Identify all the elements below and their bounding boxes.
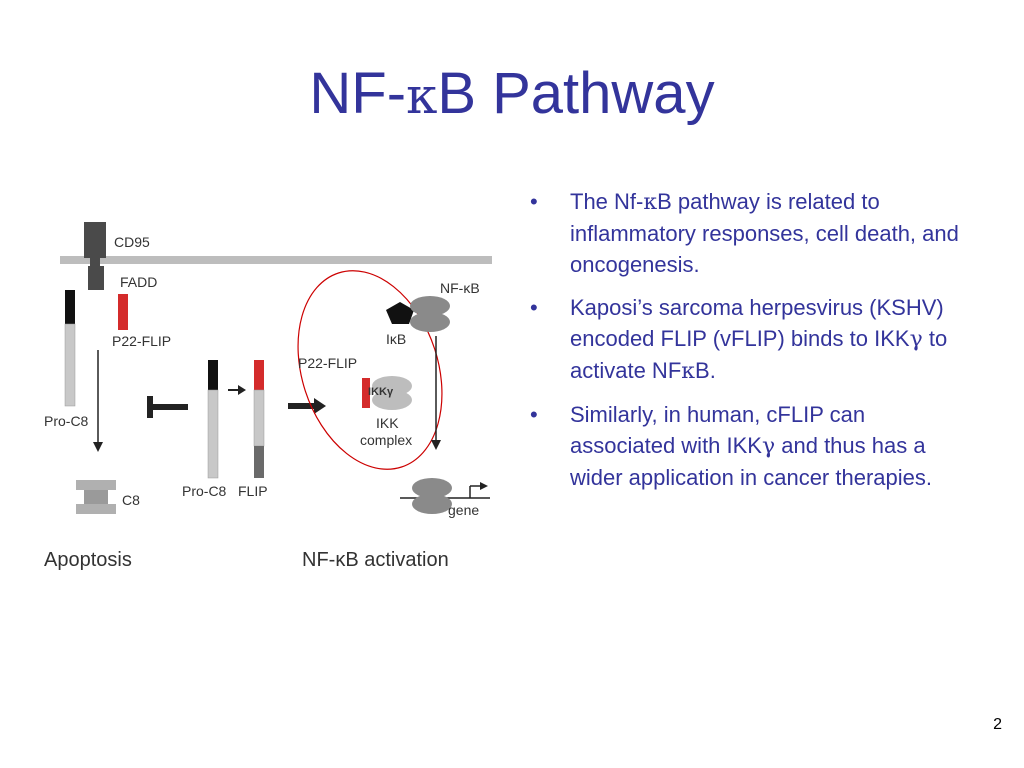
cd95-stalk	[90, 256, 100, 268]
ikk-subunit-2	[372, 390, 412, 410]
arrow-to-ikk-shaft	[288, 403, 316, 409]
ikk-gamma-label: IKKγ	[368, 386, 394, 398]
bullet-greek: γ	[761, 434, 776, 459]
p22-flip-top-bar	[118, 294, 128, 330]
nfkb-subunit-bottom	[410, 312, 450, 332]
bullet-item: • Similarly, in human, cFLIP can associat…	[530, 399, 970, 493]
p22-flip-mid-bar	[362, 378, 370, 408]
ikb-pentagon	[386, 302, 414, 324]
flip-bar-bottom	[254, 446, 264, 478]
c8-block-top	[76, 480, 116, 490]
pro-c8-left-label: Pro-C8	[44, 413, 89, 429]
bullet-greek: κ	[643, 190, 658, 215]
title-kappa: κ	[406, 67, 438, 125]
arrow-to-c8-head	[93, 442, 103, 452]
fadd-label: FADD	[120, 274, 157, 290]
bullet-greek: γ	[909, 327, 923, 352]
c8-block-bottom	[76, 504, 116, 514]
inhibition-line	[150, 404, 188, 410]
arrow-to-ikk-head	[314, 398, 326, 414]
nfkb-bound-top	[412, 478, 452, 498]
bullet-item: • Kaposi’s sarcoma herpesvirus (KSHV) enc…	[530, 292, 970, 387]
apoptosis-label: Apoptosis	[44, 549, 132, 571]
cd95-label: CD95	[114, 234, 150, 250]
pro-c8-left-bar-top	[65, 290, 75, 324]
p22-flip-mid-label: P22-FLIP	[298, 355, 357, 371]
bullet-list: •The Nf-κB pathway is related to inflamm…	[530, 186, 970, 505]
nfkb-bound-bottom	[412, 494, 452, 514]
title-prefix: NF-	[309, 61, 407, 126]
arrow-to-gene-head	[431, 440, 441, 450]
bullet-dot: •	[530, 402, 538, 427]
ikk-complex-label-1: IKK	[376, 415, 399, 431]
cd95-receptor	[84, 222, 106, 258]
cell-membrane	[60, 256, 492, 264]
nfkb-label: NF-κB	[440, 280, 480, 296]
pro-c8-mid-label: Pro-C8	[182, 483, 227, 499]
bullet-text: and thus has a wider application in canc…	[570, 433, 932, 490]
nfkb-pathway-diagram: CD95 FADD P22-FLIP Pro-C8 C8 Apoptosis P…	[44, 222, 492, 571]
page-title: NF-κB Pathway	[0, 58, 1024, 132]
pro-c8-left-bar-bottom	[64, 323, 76, 407]
bullet-text: The Nf-	[570, 189, 644, 214]
page-number: 2	[993, 716, 1002, 733]
title-suffix: B Pathway	[437, 61, 715, 126]
gene-label: gene	[448, 502, 479, 518]
ikk-subunit-1	[372, 376, 412, 396]
p22-flip-top-label: P22-FLIP	[112, 333, 171, 349]
arrow-pro-c8-to-flip-head	[238, 385, 246, 395]
transcription-arrow-head	[480, 482, 488, 490]
c8-block-mid	[84, 490, 108, 504]
nfkb-subunit-top	[410, 296, 450, 316]
c8-label: C8	[122, 492, 140, 508]
bullet-dot: •	[530, 189, 538, 214]
flip-label: FLIP	[238, 483, 268, 499]
bullet-text: B.	[695, 358, 716, 383]
flip-bar-mid	[253, 389, 265, 447]
bullet-text: to activate NF	[570, 326, 948, 383]
bullet-text: Similarly, in human, cFLIP can associate…	[570, 402, 866, 458]
pro-c8-mid-bar-top	[208, 360, 218, 390]
ikk-highlight-oval	[297, 270, 443, 470]
bullet-greek: κ	[681, 359, 696, 384]
bullet-text: B pathway is related to inflammatory res…	[570, 189, 959, 277]
pro-c8-mid-bar-bottom	[207, 389, 219, 479]
ikb-label: IκB	[386, 331, 406, 347]
bullet-text: Kaposi’s sarcoma herpesvirus (KSHV) enco…	[570, 295, 944, 351]
nfkb-activation-label: NF-κB activation	[302, 549, 449, 571]
fadd-block	[88, 266, 104, 290]
ikk-complex-label-2: complex	[360, 432, 412, 448]
flip-bar-top	[254, 360, 264, 390]
bullet-item: • The Nf-κB pathway is related to inflamm…	[530, 186, 970, 280]
bullet-dot: •	[530, 295, 538, 320]
